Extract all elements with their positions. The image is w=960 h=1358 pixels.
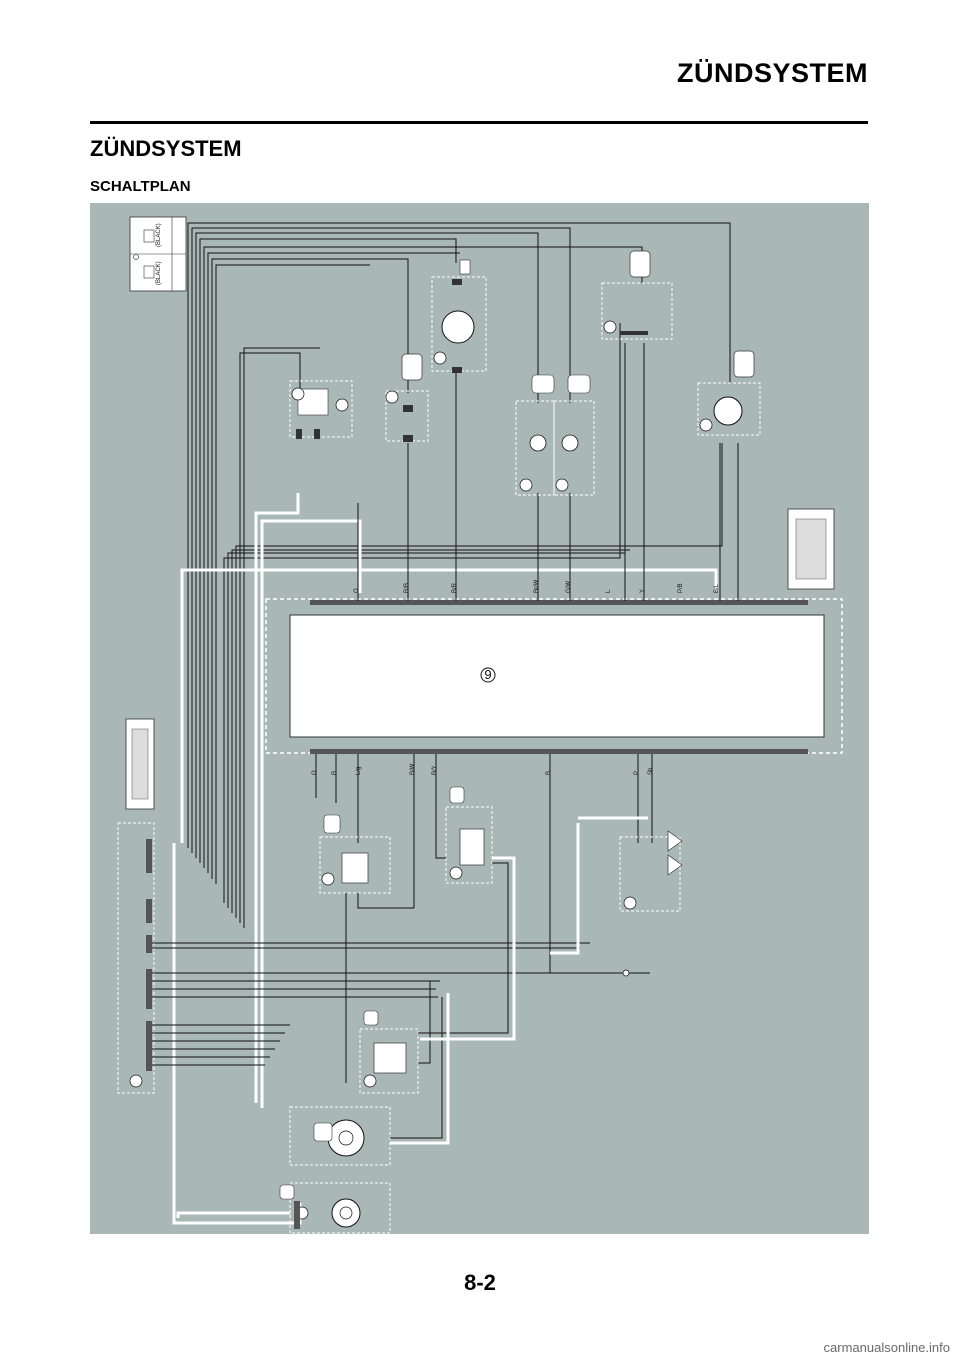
top-wire-label-3: Br/W: [534, 579, 540, 593]
watermark: carmanualsonline.info: [823, 1340, 950, 1355]
top-wire-label-7: P/B: [678, 583, 684, 593]
joint-connector-lines: [152, 942, 650, 1066]
wiring-diagram-svg: (BLACK) (BLACK): [117, 216, 843, 1234]
component-4-joint-connector: [117, 822, 155, 1094]
legend-label-1: (BLACK): [156, 223, 162, 247]
bottom-wire-label-2: L/g: [356, 767, 362, 775]
component-17: [697, 350, 761, 436]
ecu-number: 9: [484, 667, 491, 682]
ecu-number-circle: [480, 667, 496, 683]
section-title: ZÜNDSYSTEM: [90, 136, 242, 161]
lower-wires: [345, 853, 509, 1139]
top-wire-label-1: R/B: [404, 583, 410, 593]
component-1-2: [279, 1182, 391, 1234]
component-16: [601, 250, 673, 340]
bottom-signal-wires: [315, 754, 653, 973]
component-13: [431, 259, 487, 373]
component-14-15: [515, 374, 595, 496]
component-6: [319, 814, 391, 894]
lower-white-wires: [390, 816, 648, 1145]
ecu-box: [289, 614, 825, 738]
top-wire-label-6: Y: [640, 589, 646, 593]
component-12: [385, 353, 429, 442]
right-connector: [787, 508, 835, 590]
legend-box: (BLACK) (BLACK): [129, 216, 187, 292]
header-rule: [90, 121, 868, 124]
page-number: 8-2: [464, 1270, 496, 1295]
top-wire-label-8: B/L: [714, 583, 720, 593]
subsection-title: SCHALTPLAN: [90, 178, 191, 195]
bottom-wire-label-0: O: [312, 770, 318, 775]
top-signal-wires: [357, 343, 739, 601]
ground-point: [622, 969, 630, 977]
ecu-bottom-connector: [310, 749, 808, 754]
top-wire-label-5: L: [606, 589, 612, 593]
bottom-wire-label-7: Sb: [648, 767, 654, 775]
bottom-wire-label-5: B: [546, 771, 552, 775]
top-wire-label-0: O: [354, 588, 360, 593]
top-wire-label-2: B/R: [452, 582, 458, 593]
bottom-wire-label-4: B/Y: [432, 765, 438, 775]
component-8: [619, 830, 683, 912]
component-5: [359, 1010, 419, 1094]
legend-label-2: (BLACK): [156, 261, 162, 285]
bottom-wire-labels: O R L/g B/W B/Y B P Sb: [312, 763, 654, 775]
bottom-wire-label-3: B/W: [410, 763, 416, 775]
component-7: [445, 786, 493, 884]
wiring-diagram: (BLACK) (BLACK): [90, 203, 869, 1234]
bottom-wire-label-6: P: [634, 771, 640, 775]
page-header-title: ZÜNDSYSTEM: [676, 58, 868, 88]
component-3: [289, 1106, 391, 1166]
ecu-top-connector: [310, 600, 808, 605]
left-connector: [125, 718, 155, 810]
bottom-wire-label-1: R: [332, 770, 338, 775]
component-10-11-relay: [289, 380, 353, 439]
top-wire-labels: O R/B B/R Br/W G/W L Y P/B B/L: [354, 579, 720, 593]
top-wire-label-4: G/W: [566, 581, 572, 593]
